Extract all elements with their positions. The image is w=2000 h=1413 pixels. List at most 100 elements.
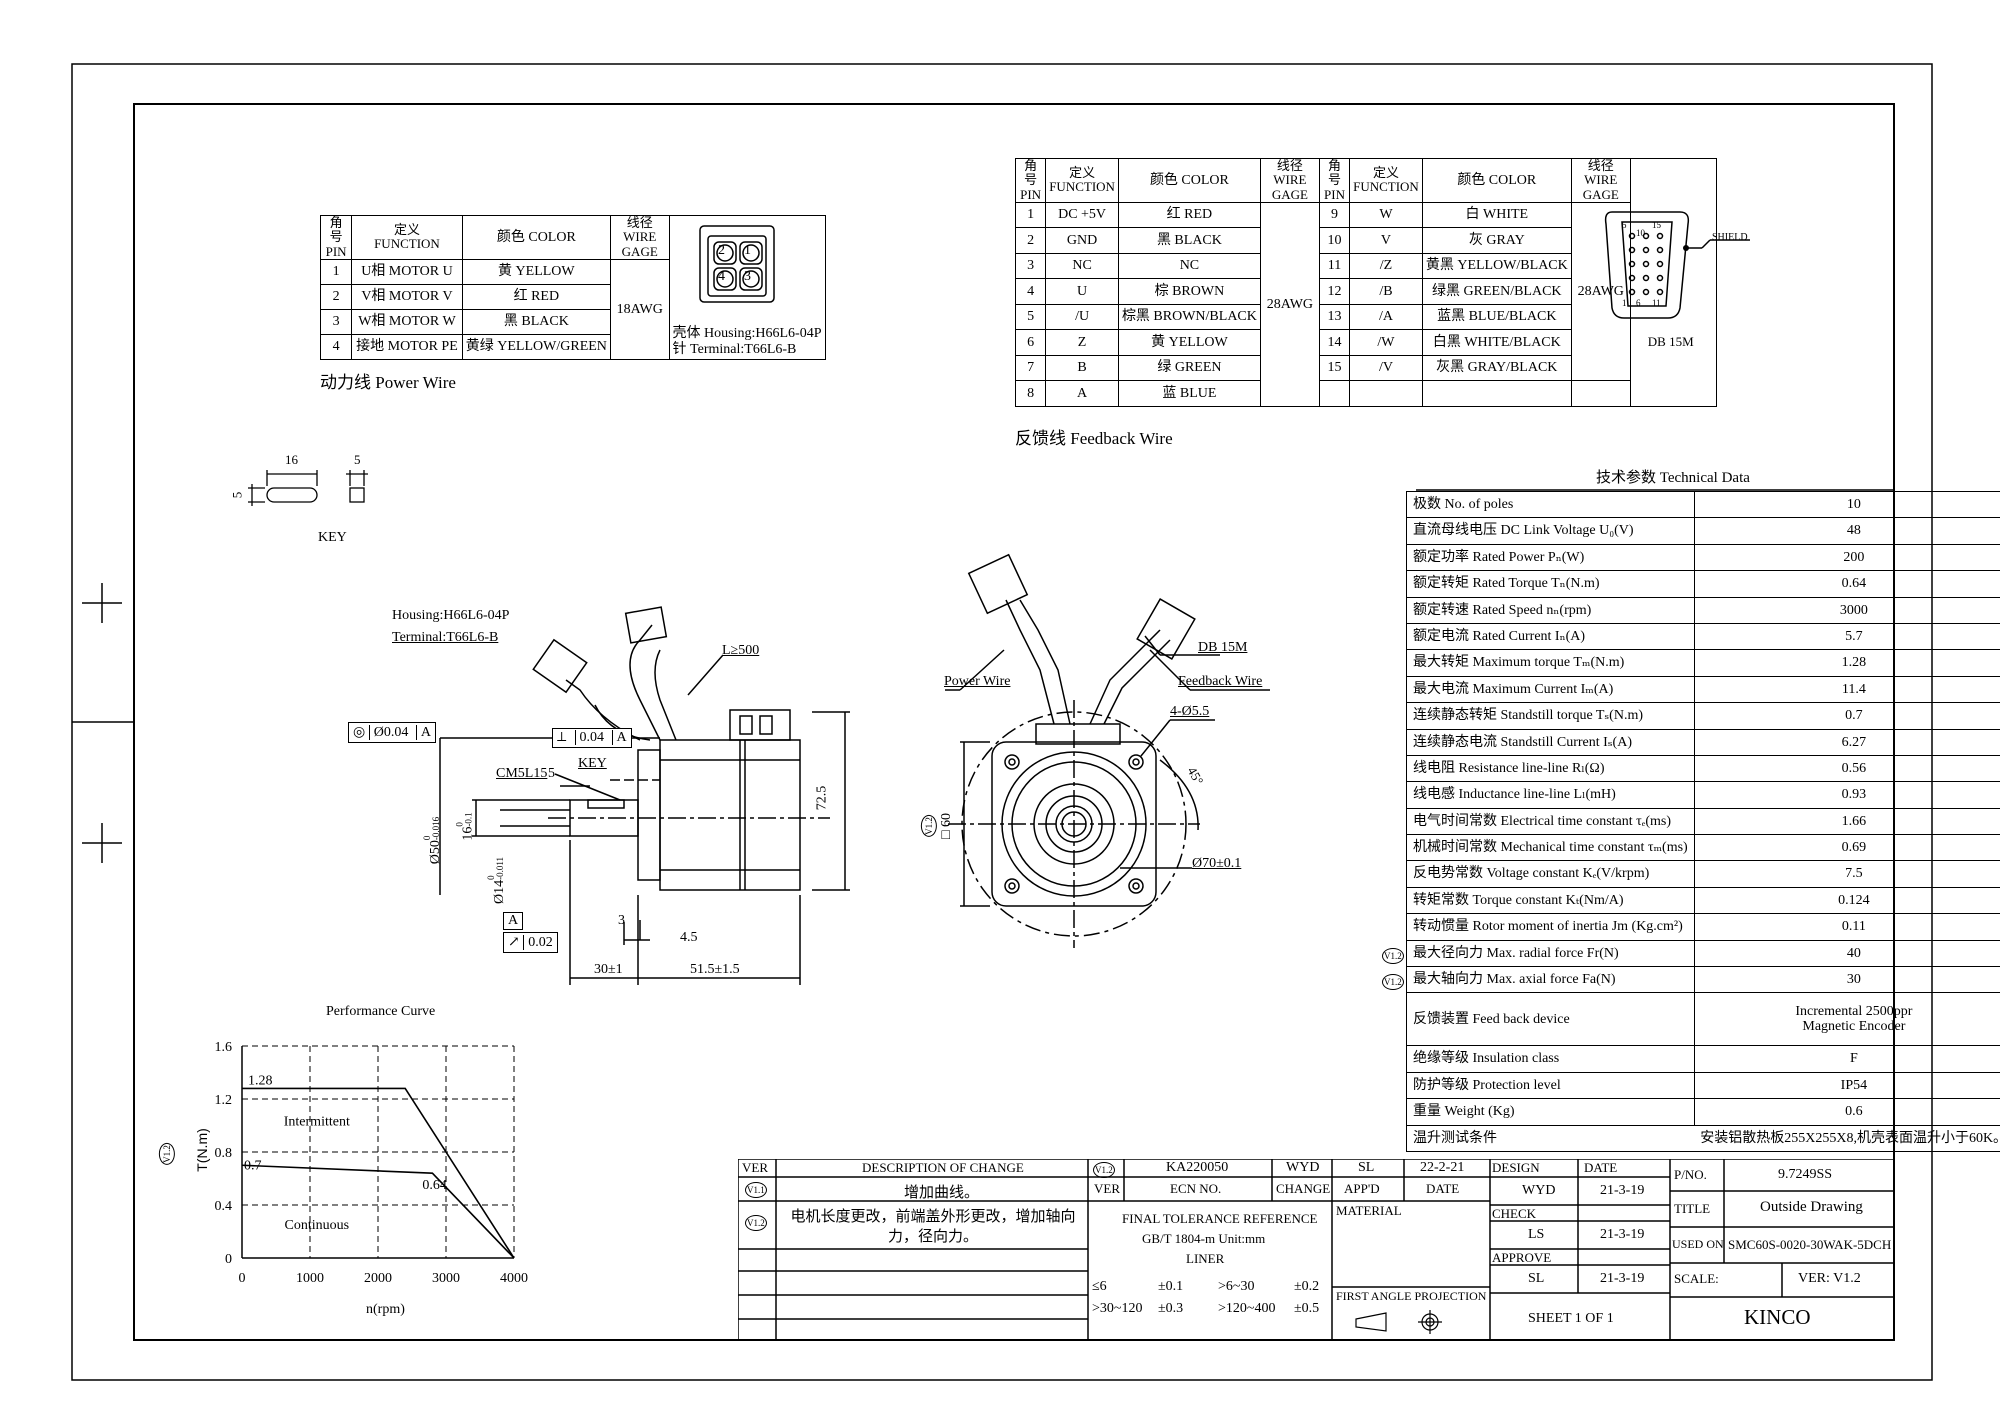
tb-projection-label: FIRST ANGLE PROJECTION xyxy=(1336,1289,1487,1303)
tech-rev-marker: V1.2 xyxy=(1382,974,1404,990)
chart-x-tick: 4000 xyxy=(500,1271,528,1286)
tech-param-value: 30 xyxy=(1693,966,2000,994)
tb-approve-by: SL xyxy=(1528,1271,1545,1286)
tech-row: 重量 Weight (Kg)0.6 xyxy=(1406,1098,2000,1126)
concentricity-icon: ◎ xyxy=(353,725,366,740)
db15-pin-10: 10 xyxy=(1636,228,1645,238)
pw-terminal: 针 Terminal:T66L6-B xyxy=(672,341,797,357)
tb-title-label: TITLE xyxy=(1674,1201,1711,1216)
tech-param-value: 0.11 xyxy=(1693,913,2000,941)
tb-pno: 9.7249SS xyxy=(1778,1167,1833,1182)
key-width-dim: 5 xyxy=(354,452,361,467)
tech-param-value: 1.28 xyxy=(1693,649,2000,677)
side-runout-tolerance: ↗ 0.02 xyxy=(503,932,558,953)
side-height-72: 72.5 xyxy=(814,785,830,811)
fb-function-5: /U xyxy=(1045,303,1119,331)
fb-color-12: 绿黑 GREEN/BLACK xyxy=(1421,278,1572,305)
front-view-drawing xyxy=(945,553,1270,948)
fb-color-1: 红 RED xyxy=(1117,201,1261,229)
pw-gage: 18AWG xyxy=(609,258,670,360)
side-view-drawing xyxy=(439,606,850,985)
tb-ecn-ver: V1.2 xyxy=(1093,1162,1115,1178)
tech-rev-marker: V1.2 xyxy=(1382,947,1404,964)
tech-row: 最大转矩 Maximum torque Tₘ(N.m)1.28 xyxy=(1406,649,2000,677)
tb-ecn-number: KA220050 xyxy=(1166,1160,1229,1175)
pw-function-1: U相 MOTOR U xyxy=(351,258,463,285)
tech-row: 最大轴向力 Max. axial force Fa(N)30 xyxy=(1406,966,2000,994)
tb-ecn-change: WYD xyxy=(1286,1160,1320,1175)
fb-color-11: 黄黑 YELLOW/BLACK xyxy=(1421,252,1572,280)
tech-param-value: 5.7 xyxy=(1693,622,2000,651)
side-thread-dim: 5 xyxy=(548,766,555,781)
tb-ecn-header-date: DATE xyxy=(1426,1181,1460,1196)
tb-rev2-desc: 电机长度更改，前端盖外形更改，增加轴向力，径向力。 xyxy=(790,1209,1076,1246)
pw-pin-1: 1 xyxy=(319,258,353,285)
fb-color-15: 灰黑 GRAY/BLACK xyxy=(1421,354,1572,382)
tech-param-value: 0.69 xyxy=(1693,834,2000,862)
side-dim16: 160 -0.1 xyxy=(455,812,477,840)
tech-row: 额定功率 Rated Power Pₙ(W)200 xyxy=(1406,543,2000,572)
fb-gage-left: 28AWG xyxy=(1259,201,1320,407)
tech-row: 线电感 Inductance line-line Lₗ(mH)0.93 xyxy=(1406,781,2000,809)
tech-param-name: 线电感 Inductance line-line Lₗ(mH) xyxy=(1406,781,1695,809)
front-pcd-dim: Ø70±0.1 xyxy=(1192,856,1242,871)
fb-gage-right: 28AWG xyxy=(1570,201,1631,382)
tech-param-name: 最大径向力 Max. radial force Fr(N) xyxy=(1406,939,1695,968)
key-height-dim: 5 xyxy=(229,491,245,499)
chart-rev-marker: V1.2 xyxy=(158,1143,175,1165)
fb-color-5: 棕黑 BROWN/BLACK xyxy=(1117,303,1261,331)
db15-pin-5: 5 xyxy=(1622,220,1627,230)
pw-header-color: 颜色 COLOR xyxy=(461,215,611,260)
pw-color-1: 黄 YELLOW xyxy=(461,258,611,285)
db15-shield-label: SHIELD xyxy=(1712,232,1748,243)
power-wire-table: 角号 PIN 定义 FUNCTION 颜色 COLOR 线径 WIRE GAGE… xyxy=(319,215,827,360)
chart-y-tick: 0.4 xyxy=(215,1199,233,1214)
tech-param-value: 0.56 xyxy=(1693,754,2000,783)
tech-data-title: 技术参数 Technical Data xyxy=(1596,470,1750,486)
chart-ylabel: T(N.m) xyxy=(193,1128,210,1172)
fb-function-3: NC xyxy=(1045,252,1119,280)
power-wire-caption: 动力线 Power Wire xyxy=(320,373,456,392)
tech-param-name: 额定电流 Rated Current Iₙ(A) xyxy=(1406,622,1695,651)
side-dia50: Ø500 -0.016 xyxy=(422,817,444,864)
tech-param-name: 直流母线电压 DC Link Voltage U₀(V) xyxy=(1406,517,1695,545)
pw-pin-4: 4 xyxy=(319,333,353,360)
tech-param-value: 7.5 xyxy=(1693,860,2000,888)
tech-row: 额定转速 Rated Speed nₙ(rpm)3000 xyxy=(1406,596,2000,624)
tb-ecn-header-ver: VER xyxy=(1094,1181,1120,1196)
tech-param-value: 0.124 xyxy=(1693,886,2000,915)
tech-param-name: 极数 No. of poles xyxy=(1406,490,1695,519)
pw-function-2: V相 MOTOR V xyxy=(351,283,463,310)
key-drawing xyxy=(248,470,368,506)
tb-ecn-header-ecn: ECN NO. xyxy=(1170,1181,1222,1196)
pw-conn-pin-1: 1 xyxy=(744,243,751,258)
tb-tol-range-2: >6~30 xyxy=(1218,1279,1255,1294)
tech-row: 最大电流 Maximum Current Iₘ(A)11.4 xyxy=(1406,675,2000,704)
runout-value: 0.02 xyxy=(523,935,553,950)
tech-param-name: 绝缘等级 Insulation class xyxy=(1406,1045,1695,1073)
tech-row-temperature: 温升测试条件安装铝散热板255X255X8,机壳表面温升小于60K。 xyxy=(1406,1124,2000,1152)
tech-param-name: 电气时间常数 Electrical time constant τₑ(ms) xyxy=(1406,807,1695,836)
perpendicularity-icon: ⟂ xyxy=(557,730,567,745)
front-square-dim: □ 60 xyxy=(938,813,954,839)
fb-empty-pin xyxy=(1318,380,1351,407)
chart-series-line xyxy=(241,1164,515,1259)
chart-annotation-rated: 0.64 xyxy=(422,1178,447,1193)
fb-header-color-l: 颜色 COLOR xyxy=(1117,158,1261,203)
tb-ecn-date: 22-2-21 xyxy=(1420,1160,1465,1175)
chart-region-intermittent: Intermittent xyxy=(284,1115,350,1130)
tb-check-date: 21-3-19 xyxy=(1600,1227,1645,1242)
chart-x-tick: 0 xyxy=(239,1271,246,1286)
tech-temp-name: 温升测试条件 xyxy=(1406,1124,1695,1152)
tech-param-value: 200 xyxy=(1693,543,2000,572)
tech-row: 直流母线电压 DC Link Voltage U₀(V)48 xyxy=(1406,517,2000,545)
db15-pin-1: 1 xyxy=(1622,298,1627,308)
pw-connector-cell: 壳体 Housing:H66L6-04P 针 Terminal:T66L6-B xyxy=(668,215,827,360)
tech-row: 额定电流 Rated Current Iₙ(A)5.7 xyxy=(1406,622,2000,651)
fb-pin-2: 2 xyxy=(1014,227,1047,254)
side-thread-label: CM5L15 xyxy=(496,766,548,781)
chart-y-tick: 1.2 xyxy=(215,1093,233,1108)
